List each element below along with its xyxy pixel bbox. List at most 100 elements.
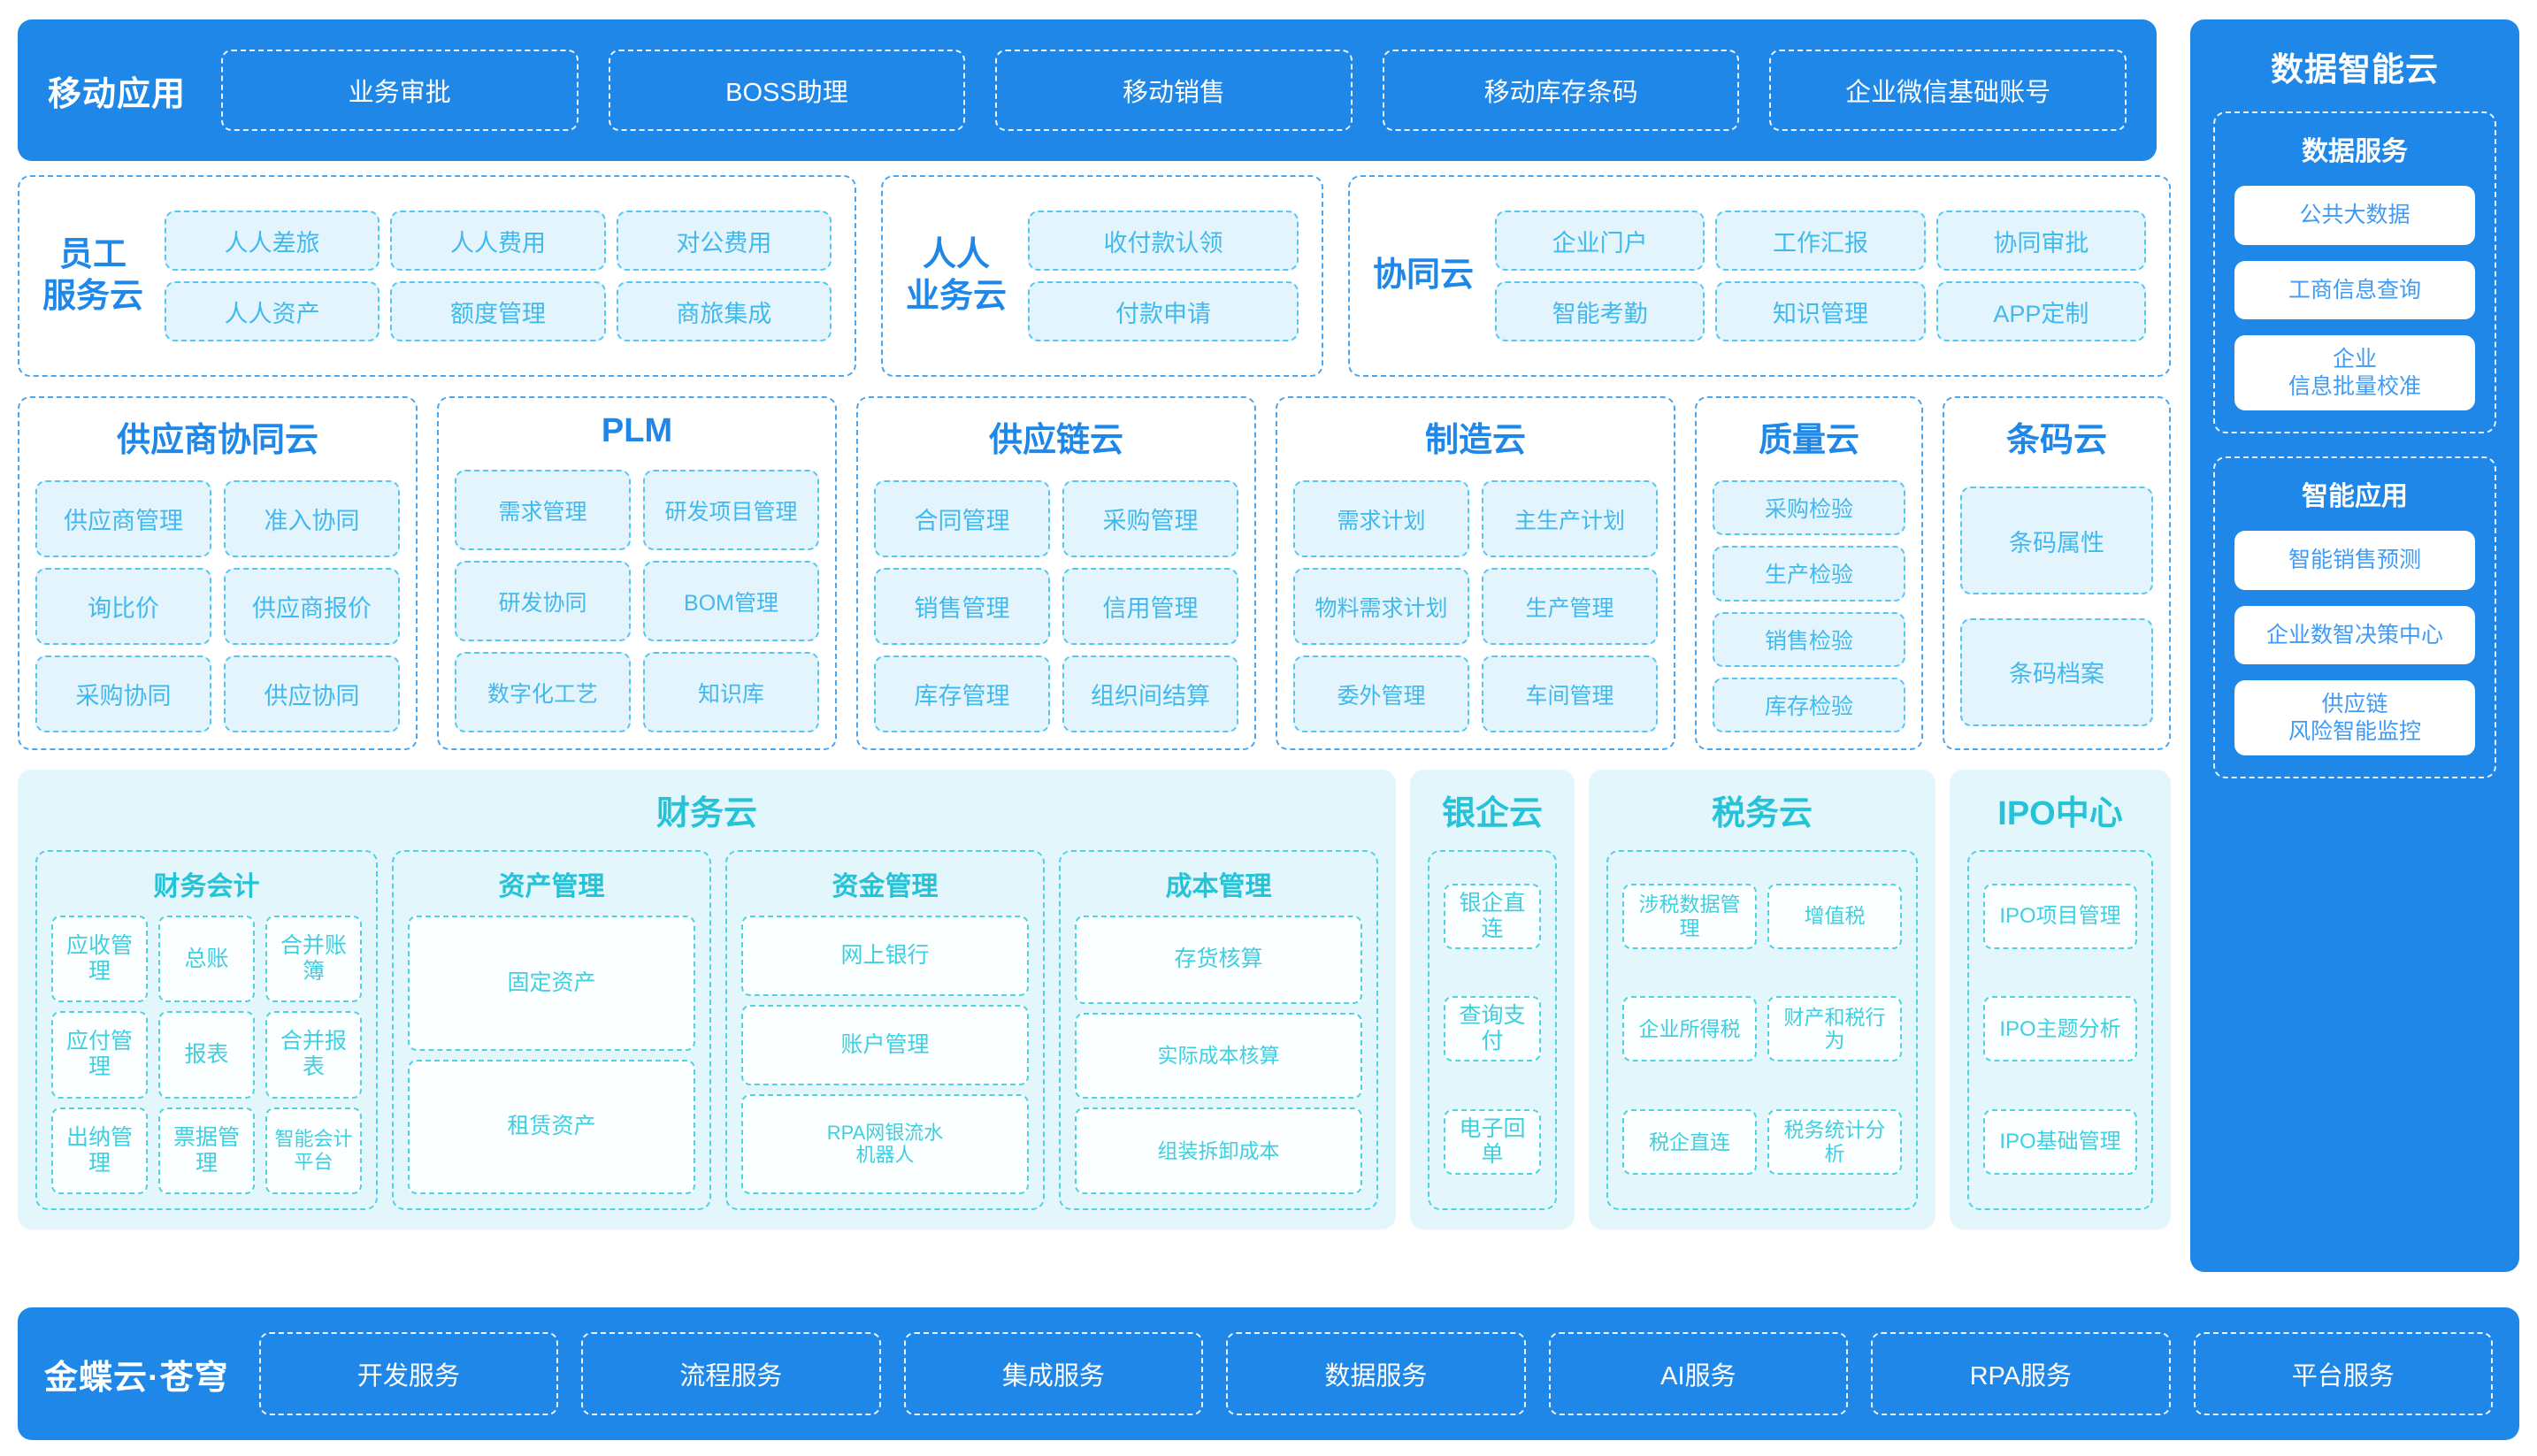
plm-item-requirement-management[interactable]: 需求管理 bbox=[455, 470, 631, 550]
data-service-item-business-info-query[interactable]: 工商信息查询 bbox=[2234, 260, 2475, 319]
platform-item-integration-service[interactable]: 集成服务 bbox=[903, 1332, 1204, 1415]
collaboration-cloud-card: 协同云 企业门户 工作汇报 协同审批 智能考勤 知识管理 APP定制 bbox=[1348, 175, 2171, 377]
platform-item-process-service[interactable]: 流程服务 bbox=[581, 1332, 881, 1415]
coop-item-smart-attendance[interactable]: 智能考勤 bbox=[1495, 281, 1705, 341]
fa-item-receivable[interactable]: 应收管理 bbox=[51, 916, 148, 1003]
fa-item-bill-management[interactable]: 票据管理 bbox=[158, 1107, 255, 1194]
mobile-item-boss-assistant[interactable]: BOSS助理 bbox=[608, 50, 966, 131]
intelligent-item-supply-chain-risk-monitor[interactable]: 供应链 风险智能监控 bbox=[2234, 680, 2475, 755]
am-item-leased-assets[interactable]: 租赁资产 bbox=[408, 1059, 695, 1194]
intelligent-item-decision-center[interactable]: 企业数智决策中心 bbox=[2234, 605, 2475, 664]
mfg-item-workshop-management[interactable]: 车间管理 bbox=[1482, 655, 1658, 732]
employee-item-expense[interactable]: 人人费用 bbox=[390, 211, 606, 271]
intelligent-item-sales-forecast[interactable]: 智能销售预测 bbox=[2234, 531, 2475, 590]
plm-item-digital-process[interactable]: 数字化工艺 bbox=[455, 652, 631, 732]
am-item-fixed-assets[interactable]: 固定资产 bbox=[408, 916, 695, 1051]
fm-item-online-banking[interactable]: 网上银行 bbox=[741, 916, 1029, 996]
ipo-item-topic-analysis[interactable]: IPO主题分析 bbox=[1983, 996, 2137, 1062]
coop-item-enterprise-portal[interactable]: 企业门户 bbox=[1495, 211, 1705, 271]
platform-item-ai-service[interactable]: AI服务 bbox=[1548, 1332, 1849, 1415]
scm-item-contract-management[interactable]: 合同管理 bbox=[874, 480, 1050, 557]
fa-item-general-ledger[interactable]: 总账 bbox=[158, 916, 255, 1003]
mobile-item-business-approval[interactable]: 业务审批 bbox=[221, 50, 579, 131]
platform-item-data-service[interactable]: 数据服务 bbox=[1226, 1332, 1526, 1415]
scm-item-intercompany-settlement[interactable]: 组织间结算 bbox=[1062, 655, 1238, 732]
fa-item-reports[interactable]: 报表 bbox=[158, 1011, 255, 1099]
employee-item-assets[interactable]: 人人资产 bbox=[165, 281, 380, 341]
fa-item-consolidated-ledger[interactable]: 合并账簿 bbox=[265, 916, 362, 1003]
supplier-item-access-collaboration[interactable]: 准入协同 bbox=[224, 480, 400, 557]
fa-item-payable[interactable]: 应付管理 bbox=[51, 1011, 148, 1099]
platform-item-platform-service[interactable]: 平台服务 bbox=[2193, 1332, 2494, 1415]
bank-item-query-payment[interactable]: 查询支付 bbox=[1444, 996, 1541, 1062]
mobile-item-mobile-sales[interactable]: 移动销售 bbox=[995, 50, 1353, 131]
employee-item-corporate-expense[interactable]: 对公费用 bbox=[616, 211, 832, 271]
data-service-item-public-bigdata[interactable]: 公共大数据 bbox=[2234, 186, 2475, 245]
scm-item-inventory-management[interactable]: 库存管理 bbox=[874, 655, 1050, 732]
platform-item-rpa-service[interactable]: RPA服务 bbox=[1871, 1332, 2171, 1415]
barcode-item-barcode-archive[interactable]: 条码档案 bbox=[1960, 617, 2153, 726]
coop-item-work-report[interactable]: 工作汇报 bbox=[1715, 211, 1926, 271]
tax-item-property-behavior-tax[interactable]: 财产和税行为 bbox=[1767, 996, 1902, 1062]
coop-item-collaborative-approval[interactable]: 协同审批 bbox=[1935, 211, 2146, 271]
ipo-item-basic-management[interactable]: IPO基础管理 bbox=[1983, 1109, 2137, 1176]
quality-cloud-card: 质量云 采购检验 生产检验 销售检验 库存检验 bbox=[1695, 396, 1923, 750]
supplier-item-supplier-quotation[interactable]: 供应商报价 bbox=[224, 568, 400, 645]
ipo-items-group: IPO项目管理 IPO主题分析 IPO基础管理 bbox=[1967, 850, 2153, 1210]
fm-item-account-management[interactable]: 账户管理 bbox=[741, 1004, 1029, 1085]
tax-item-tax-statistics-analysis[interactable]: 税务统计分析 bbox=[1767, 1109, 1902, 1176]
mfg-item-mrp[interactable]: 物料需求计划 bbox=[1293, 568, 1469, 645]
mfg-item-production-management[interactable]: 生产管理 bbox=[1482, 568, 1658, 645]
renren-item-receipt-payment-claim[interactable]: 收付款认领 bbox=[1028, 211, 1299, 271]
mobile-item-mobile-inventory-barcode[interactable]: 移动库存条码 bbox=[1382, 50, 1740, 131]
cm-item-assembly-disassembly-cost[interactable]: 组装拆卸成本 bbox=[1075, 1107, 1362, 1194]
data-intelligence-cloud-column: 数据智能云 数据服务 公共大数据 工商信息查询 企业 信息批量校准 智能应用 智… bbox=[2190, 19, 2519, 1272]
mobile-item-wecom-basic-account[interactable]: 企业微信基础账号 bbox=[1769, 50, 2127, 131]
coop-item-app-customization[interactable]: APP定制 bbox=[1935, 281, 2146, 341]
plm-item-rd-project-management[interactable]: 研发项目管理 bbox=[643, 470, 819, 550]
mfg-item-master-production-plan[interactable]: 主生产计划 bbox=[1482, 480, 1658, 557]
quality-item-production-inspection[interactable]: 生产检验 bbox=[1713, 546, 1905, 602]
mfg-item-demand-plan[interactable]: 需求计划 bbox=[1293, 480, 1469, 557]
platform-item-development-service[interactable]: 开发服务 bbox=[258, 1332, 559, 1415]
tax-item-vat[interactable]: 增值税 bbox=[1767, 883, 1902, 949]
cm-item-actual-cost-accounting[interactable]: 实际成本核算 bbox=[1075, 1012, 1362, 1100]
quality-item-sales-inspection[interactable]: 销售检验 bbox=[1713, 611, 1905, 667]
ipo-item-project-management[interactable]: IPO项目管理 bbox=[1983, 883, 2137, 949]
scm-item-sales-management[interactable]: 销售管理 bbox=[874, 568, 1050, 645]
quality-item-inventory-inspection[interactable]: 库存检验 bbox=[1713, 677, 1905, 732]
employee-service-cloud-card: 员工 服务云 人人差旅 人人费用 对公费用 人人资产 额度管理 商旅集成 bbox=[18, 175, 856, 377]
barcode-item-barcode-attribute[interactable]: 条码属性 bbox=[1960, 487, 2153, 595]
supplier-item-supplier-management[interactable]: 供应商管理 bbox=[35, 480, 211, 557]
data-service-group: 数据服务 公共大数据 工商信息查询 企业 信息批量校准 bbox=[2213, 111, 2496, 433]
tax-item-tax-direct-connection[interactable]: 税企直连 bbox=[1622, 1109, 1757, 1176]
fa-item-consolidated-reports[interactable]: 合并报表 bbox=[265, 1011, 362, 1099]
bank-item-direct-connection[interactable]: 银企直连 bbox=[1444, 883, 1541, 949]
supplier-item-procurement-collaboration[interactable]: 采购协同 bbox=[35, 655, 211, 732]
fa-item-smart-accounting-platform[interactable]: 智能会计平台 bbox=[265, 1107, 362, 1194]
mfg-item-outsourcing-management[interactable]: 委外管理 bbox=[1293, 655, 1469, 732]
fm-item-rpa-bank-statement-robot[interactable]: RPA网银流水 机器人 bbox=[741, 1093, 1029, 1194]
bank-item-electronic-receipt[interactable]: 电子回单 bbox=[1444, 1109, 1541, 1176]
supplier-item-inquiry-comparison[interactable]: 询比价 bbox=[35, 568, 211, 645]
supplier-item-supply-collaboration[interactable]: 供应协同 bbox=[224, 655, 400, 732]
tax-item-tax-data-management[interactable]: 涉税数据管理 bbox=[1622, 883, 1757, 949]
fa-item-cashier[interactable]: 出纳管理 bbox=[51, 1107, 148, 1194]
employee-item-quota-management[interactable]: 额度管理 bbox=[390, 281, 606, 341]
renren-item-payment-request[interactable]: 付款申请 bbox=[1028, 281, 1299, 341]
ipo-center-title: IPO中心 bbox=[1997, 795, 2123, 832]
cm-item-inventory-accounting[interactable]: 存货核算 bbox=[1075, 916, 1362, 1004]
scm-item-credit-management[interactable]: 信用管理 bbox=[1062, 568, 1238, 645]
plm-item-bom-management[interactable]: BOM管理 bbox=[643, 561, 819, 641]
barcode-cloud-card: 条码云 条码属性 条码档案 bbox=[1943, 396, 2171, 750]
tax-item-corporate-income-tax[interactable]: 企业所得税 bbox=[1622, 996, 1757, 1062]
employee-item-travel-integration[interactable]: 商旅集成 bbox=[616, 281, 832, 341]
data-service-item-enterprise-info-batch-calibration[interactable]: 企业 信息批量校准 bbox=[2234, 335, 2475, 410]
coop-item-knowledge-management[interactable]: 知识管理 bbox=[1715, 281, 1926, 341]
data-service-title: 数据服务 bbox=[2302, 137, 2408, 166]
plm-item-rd-collaboration[interactable]: 研发协同 bbox=[455, 561, 631, 641]
quality-item-procurement-inspection[interactable]: 采购检验 bbox=[1713, 480, 1905, 536]
plm-item-knowledge-base[interactable]: 知识库 bbox=[643, 652, 819, 732]
employee-item-travel[interactable]: 人人差旅 bbox=[165, 211, 380, 271]
scm-item-procurement-management[interactable]: 采购管理 bbox=[1062, 480, 1238, 557]
